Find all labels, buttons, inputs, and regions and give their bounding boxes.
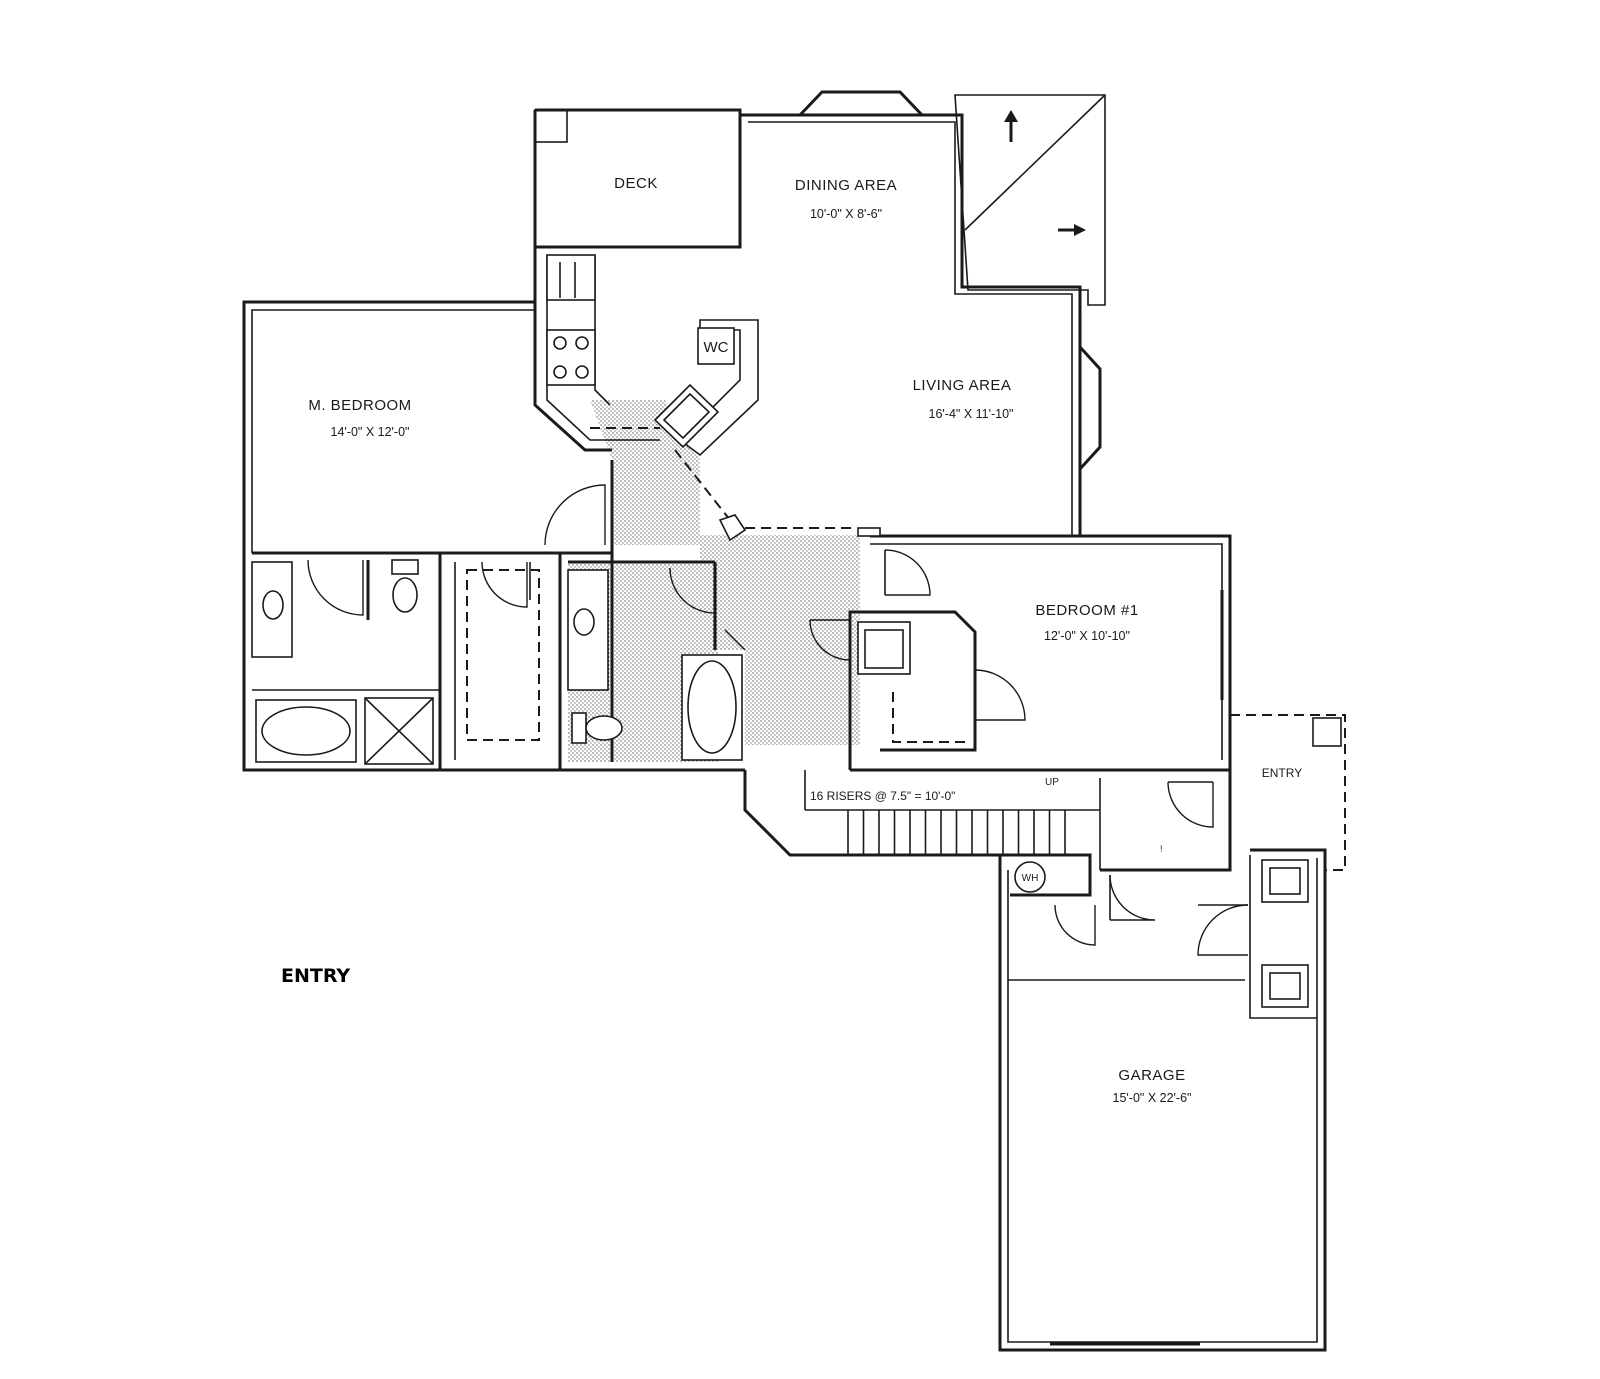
entry-porch: ENTRY (1230, 714, 1346, 871)
kitchen-counter (546, 254, 596, 301)
hall-bath (567, 562, 746, 761)
closet (454, 561, 540, 760)
laundry (1261, 859, 1309, 1008)
hall-vanity (567, 569, 609, 691)
living-dims: 16'-4" X 11'-10" (929, 407, 1014, 421)
hall-toilet-tank (571, 712, 587, 744)
wc-label: WC (704, 339, 729, 356)
burner-icon (575, 336, 589, 350)
burner-icon (553, 336, 567, 350)
landing-stair (954, 94, 1106, 306)
wh-label: WH (1022, 873, 1039, 884)
stairs-direction: UP (1045, 777, 1059, 788)
kitchen: WC (546, 254, 759, 521)
hall-toilet (585, 715, 623, 741)
burner-icon (553, 365, 567, 379)
bay-window-living (1078, 345, 1102, 471)
toilet-tank (391, 559, 419, 575)
bedroom1-closets (809, 549, 1026, 770)
toilet (392, 577, 418, 613)
sink (262, 590, 284, 620)
master-bedroom-dims: 14'-0" X 12'-0" (331, 425, 410, 439)
stairs: 16 RISERS @ 7.5" = 10'-0" UP (805, 777, 1100, 855)
stairs-note: 16 RISERS @ 7.5" = 10'-0" (810, 789, 955, 803)
porch-label: ENTRY (1262, 766, 1302, 780)
stove (546, 329, 596, 386)
svg-text:!: ! (1160, 844, 1163, 854)
arrow-right-icon (1058, 224, 1086, 236)
water-heater: WH (1014, 861, 1046, 893)
arrow-up-icon (1004, 110, 1018, 142)
bedroom1-label: BEDROOM #1 (1035, 602, 1138, 619)
bay-window-dining (798, 90, 924, 117)
door-master (544, 484, 606, 546)
dining-label: DINING AREA (795, 177, 897, 194)
garage-dims: 15'-0" X 22'-6" (1113, 1091, 1192, 1105)
thermostat (857, 527, 881, 537)
deck-post (534, 109, 568, 143)
room-labels: DECK DINING AREA 10'-0" X 8'-6" LIVING A… (308, 175, 1191, 1105)
dining-dims: 10'-0" X 8'-6" (810, 207, 882, 221)
living-label: LIVING AREA (913, 377, 1012, 394)
hall-sink (573, 608, 595, 636)
garage-label: GARAGE (1118, 1067, 1185, 1084)
porch-post (1312, 717, 1342, 747)
column (718, 514, 747, 542)
entry-caption: ENTRY (281, 965, 350, 987)
master-bedroom-label: M. BEDROOM (308, 397, 411, 414)
entry-hall: ! (1054, 781, 1249, 956)
deck-label: DECK (614, 175, 658, 192)
bedroom1-dims: 12'-0" X 10'-10" (1044, 629, 1130, 643)
burner-icon (575, 365, 589, 379)
wc-box (697, 327, 735, 365)
master-bath (251, 559, 440, 765)
